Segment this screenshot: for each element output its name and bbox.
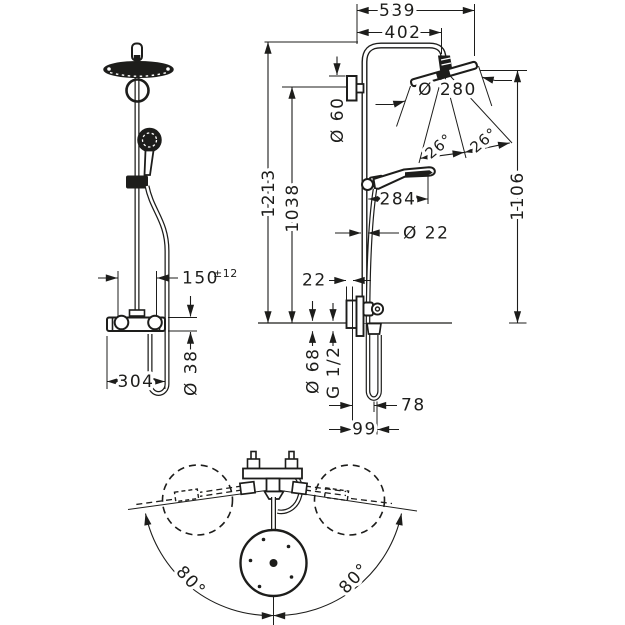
dim-swivel-angle-left: 80° bbox=[172, 562, 210, 601]
spray-rays bbox=[418, 72, 513, 164]
dim-height-wall-bracket: 1038 bbox=[283, 183, 303, 232]
dim-reach-overall: 539 bbox=[379, 1, 416, 21]
dim-connection-tolerance: ±12 bbox=[213, 267, 238, 280]
thermostat-handle-left bbox=[113, 314, 130, 331]
dim-head-diameter: Ø 280 bbox=[418, 80, 477, 100]
top-head-hub bbox=[269, 559, 278, 567]
dim-valve-body-diameter: Ø 38 bbox=[182, 350, 202, 396]
swivel-position-right bbox=[313, 464, 386, 536]
dim-outlet-offset: 78 bbox=[401, 396, 426, 416]
dim-connection-thread: G 1/2 bbox=[324, 346, 344, 399]
dim-wall-clearance: 22 bbox=[302, 271, 327, 291]
top-view: 80° 80° bbox=[127, 450, 418, 625]
front-handshower-handle bbox=[143, 149, 155, 176]
dim-height-head-edge: 1106 bbox=[508, 171, 528, 220]
dim-swivel-angle-right: 80° bbox=[335, 559, 373, 598]
side-hose bbox=[365, 188, 382, 401]
front-view: 150 ±12 304 Ø 38 bbox=[98, 42, 238, 399]
dim-height-overall: 1213 bbox=[259, 168, 279, 217]
dim-handshower-reach: 284 bbox=[380, 190, 417, 210]
side-handshower bbox=[372, 166, 436, 190]
hose-outlet-knob bbox=[370, 302, 385, 316]
side-escutcheon bbox=[355, 295, 365, 337]
dim-pipe-diameter: Ø 22 bbox=[403, 224, 449, 244]
wall-bracket-flange bbox=[346, 75, 358, 102]
side-view: 539 402 1213 1038 1106 Ø 60 Ø 280 26° 26… bbox=[256, 0, 532, 443]
thermostat-handle-right bbox=[147, 314, 163, 331]
front-shower-head bbox=[103, 60, 174, 79]
front-arm-ring bbox=[125, 78, 150, 103]
dim-escutcheon-diameter: Ø 68 bbox=[303, 348, 323, 394]
dim-connection-spacing: 150 bbox=[182, 269, 219, 289]
front-holder bbox=[126, 175, 148, 189]
dim-wall-bracket-diameter: Ø 60 bbox=[328, 97, 348, 143]
holder-ball bbox=[361, 178, 374, 191]
dim-reach-arm: 402 bbox=[385, 23, 422, 43]
dim-outlet-offset-outer: 99 bbox=[352, 420, 377, 440]
top-mount-fixture bbox=[238, 450, 309, 500]
side-valve-body bbox=[345, 299, 358, 329]
dim-spray-angle-outer: 26° bbox=[467, 124, 501, 157]
dim-valve-width: 304 bbox=[118, 372, 155, 392]
front-handshower-head bbox=[137, 127, 162, 153]
